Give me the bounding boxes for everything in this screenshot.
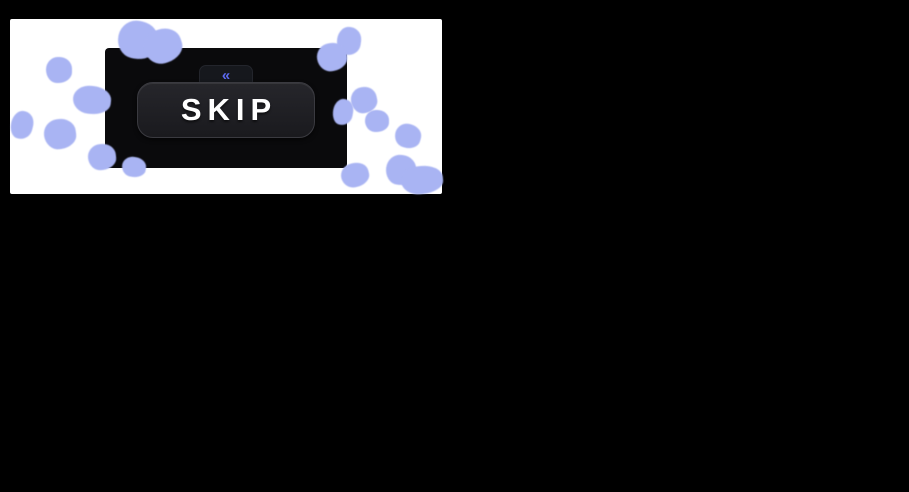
skip-button-label: SKIP	[180, 92, 278, 127]
double-chevron-left-icon: «	[221, 67, 231, 84]
paint-blob	[365, 110, 389, 132]
overlay-card: « SKIP	[7, 17, 445, 196]
paint-blob	[399, 164, 445, 196]
skip-panel: « SKIP	[105, 48, 347, 168]
paint-blob	[392, 120, 424, 152]
paint-blob	[7, 108, 37, 142]
paint-blob	[42, 116, 78, 152]
paint-blob	[46, 57, 72, 83]
skip-button[interactable]: SKIP	[137, 82, 315, 138]
